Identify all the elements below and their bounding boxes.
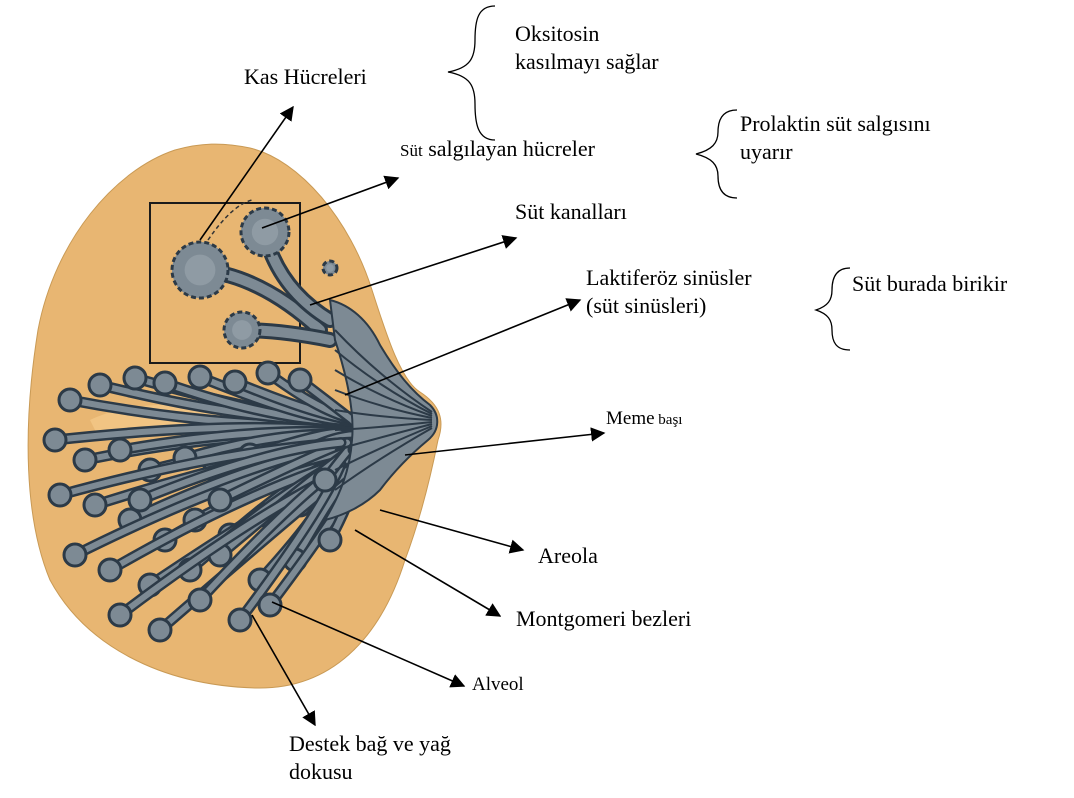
inset-alveolus-lumen <box>232 320 252 340</box>
lobule <box>44 429 66 451</box>
lobule <box>124 367 146 389</box>
inset-alveolus-lumen <box>185 255 216 286</box>
brace-sut-burada <box>816 268 850 350</box>
brace-prolaktin <box>696 110 737 198</box>
label-oksitosin-line1: Oksitosin <box>515 20 659 48</box>
lobule <box>109 604 131 626</box>
label-prolaktin: Prolaktin süt salgısını uyarır <box>740 110 931 165</box>
label-meme-word: Meme <box>606 408 655 429</box>
lobule <box>49 484 71 506</box>
label-alveol: Alveol <box>472 673 524 697</box>
lobule <box>64 544 86 566</box>
label-meme-basi: Meme başı <box>606 407 682 431</box>
label-sut-kanallari: Süt kanalları <box>515 198 627 226</box>
label-destek-line1: Destek bağ ve yağ <box>289 730 451 758</box>
label-laktiferoz: Laktiferöz sinüsler (süt sinüsleri) <box>586 264 752 319</box>
label-oksitosin-line2: kasılmayı sağlar <box>515 48 659 76</box>
lobule <box>154 372 176 394</box>
lobule <box>59 389 81 411</box>
lobule <box>149 619 171 641</box>
lobule <box>319 529 341 551</box>
label-kas-hucreleri: Kas Hücreleri <box>244 63 367 91</box>
label-areola: Areola <box>538 542 598 570</box>
lobule <box>99 559 121 581</box>
label-sut-salgilayan: Süt salgılayan hücreler <box>400 135 595 163</box>
label-basi-word: başı <box>655 412 683 428</box>
lobule <box>257 362 279 384</box>
label-sut-salgilayan-rest: salgılayan hücreler <box>423 136 595 161</box>
brace-oksitosin <box>448 6 495 140</box>
lobule <box>189 366 211 388</box>
lobule <box>289 369 311 391</box>
lobule <box>314 469 336 491</box>
lobule <box>229 609 251 631</box>
label-destek: Destek bağ ve yağ dokusu <box>289 730 451 785</box>
lobule <box>74 449 96 471</box>
label-prolaktin-line1: Prolaktin süt salgısını <box>740 110 931 138</box>
lobule <box>224 371 246 393</box>
inset-alveolus-lumen <box>326 264 334 272</box>
lobule <box>129 489 151 511</box>
label-sut-salgilayan-prefix: Süt <box>400 141 423 160</box>
label-oksitosin: Oksitosin kasılmayı sağlar <box>515 20 659 75</box>
label-laktiferoz-line2: (süt sinüsleri) <box>586 292 752 320</box>
label-destek-line2: dokusu <box>289 758 451 786</box>
label-prolaktin-line2: uyarır <box>740 138 931 166</box>
lobule <box>189 589 211 611</box>
lobule <box>89 374 111 396</box>
lobule <box>109 439 131 461</box>
label-sut-burada: Süt burada birikir <box>852 270 1007 298</box>
lobule <box>84 494 106 516</box>
label-laktiferoz-line1: Laktiferöz sinüsler <box>586 264 752 292</box>
label-montgomeri: Montgomeri bezleri <box>516 605 691 633</box>
lobule <box>209 489 231 511</box>
